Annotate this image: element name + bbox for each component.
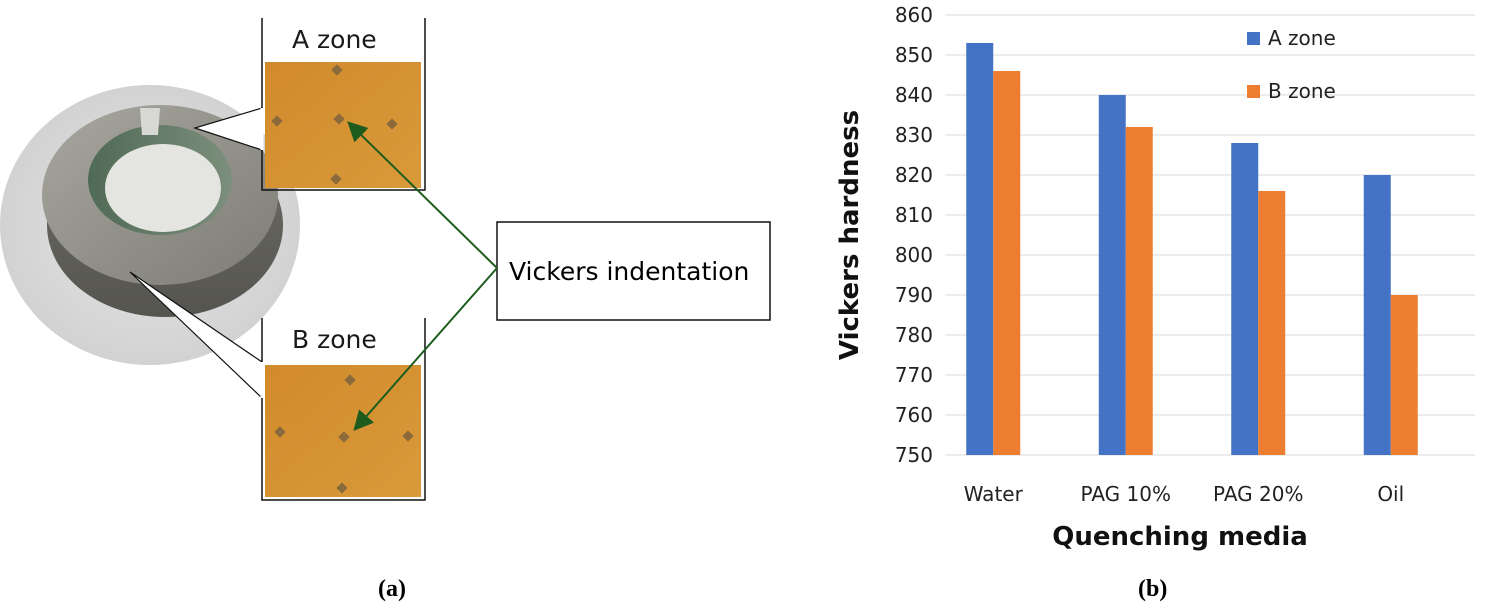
- x-tick-label: PAG 20%: [1213, 482, 1303, 506]
- y-tick-label: 850: [895, 43, 933, 67]
- bar-b-zone: [993, 71, 1021, 455]
- bar-a-zone: [1231, 143, 1259, 455]
- zone-b-title: B zone: [292, 325, 377, 354]
- y-tick-label: 810: [895, 203, 933, 227]
- bar-b-zone: [1258, 191, 1286, 455]
- zone-a-title: A zone: [292, 25, 377, 54]
- y-tick-label: 780: [895, 323, 933, 347]
- bar-b-zone: [1125, 127, 1153, 455]
- legend-label: A zone: [1268, 26, 1336, 50]
- arrow-to-zone-a: [347, 121, 498, 269]
- y-tick-label: 770: [895, 363, 933, 387]
- panel-label-a: (a): [378, 576, 406, 602]
- legend-swatch: [1247, 85, 1260, 98]
- x-tick-label: Water: [964, 482, 1024, 506]
- x-axis-title: Quenching media: [1052, 522, 1308, 552]
- y-tick-label: 840: [895, 83, 933, 107]
- indentation-callout-box: [496, 221, 771, 321]
- arrow-to-zone-b: [353, 267, 498, 432]
- y-tick-label: 820: [895, 163, 933, 187]
- zone-a-micrograph: [265, 62, 421, 188]
- y-tick-label: 860: [895, 3, 933, 27]
- y-tick-label: 790: [895, 283, 933, 307]
- specimen-ring: [42, 105, 283, 317]
- hardness-bar-chart: 750 760 770 780 790 800 810 820 830 840 850 860Wate…: [835, 3, 1475, 552]
- y-tick-label: 750: [895, 443, 933, 467]
- bar-a-zone: [1363, 175, 1391, 455]
- zone-b-micrograph: [265, 365, 421, 497]
- bar-b-zone: [1390, 295, 1418, 455]
- x-tick-label: Oil: [1377, 482, 1404, 506]
- legend-swatch: [1247, 32, 1260, 45]
- panel-label-b: (b): [1138, 576, 1168, 602]
- photo-panel: A zone B zone Vickers indentation: [0, 18, 771, 501]
- y-axis-title: Vickers hardness: [835, 110, 865, 360]
- y-tick-label: 800: [895, 243, 933, 267]
- zone-b-callout: B zone: [129, 271, 426, 501]
- y-tick-label: 830: [895, 123, 933, 147]
- legend-label: B zone: [1268, 79, 1336, 103]
- indentation-callout-label: Vickers indentation: [509, 257, 749, 286]
- zone-a-callout: A zone: [192, 18, 426, 191]
- x-tick-label: PAG 10%: [1081, 482, 1171, 506]
- bar-a-zone: [1098, 95, 1126, 455]
- bar-a-zone: [966, 43, 994, 455]
- y-tick-label: 760: [895, 403, 933, 427]
